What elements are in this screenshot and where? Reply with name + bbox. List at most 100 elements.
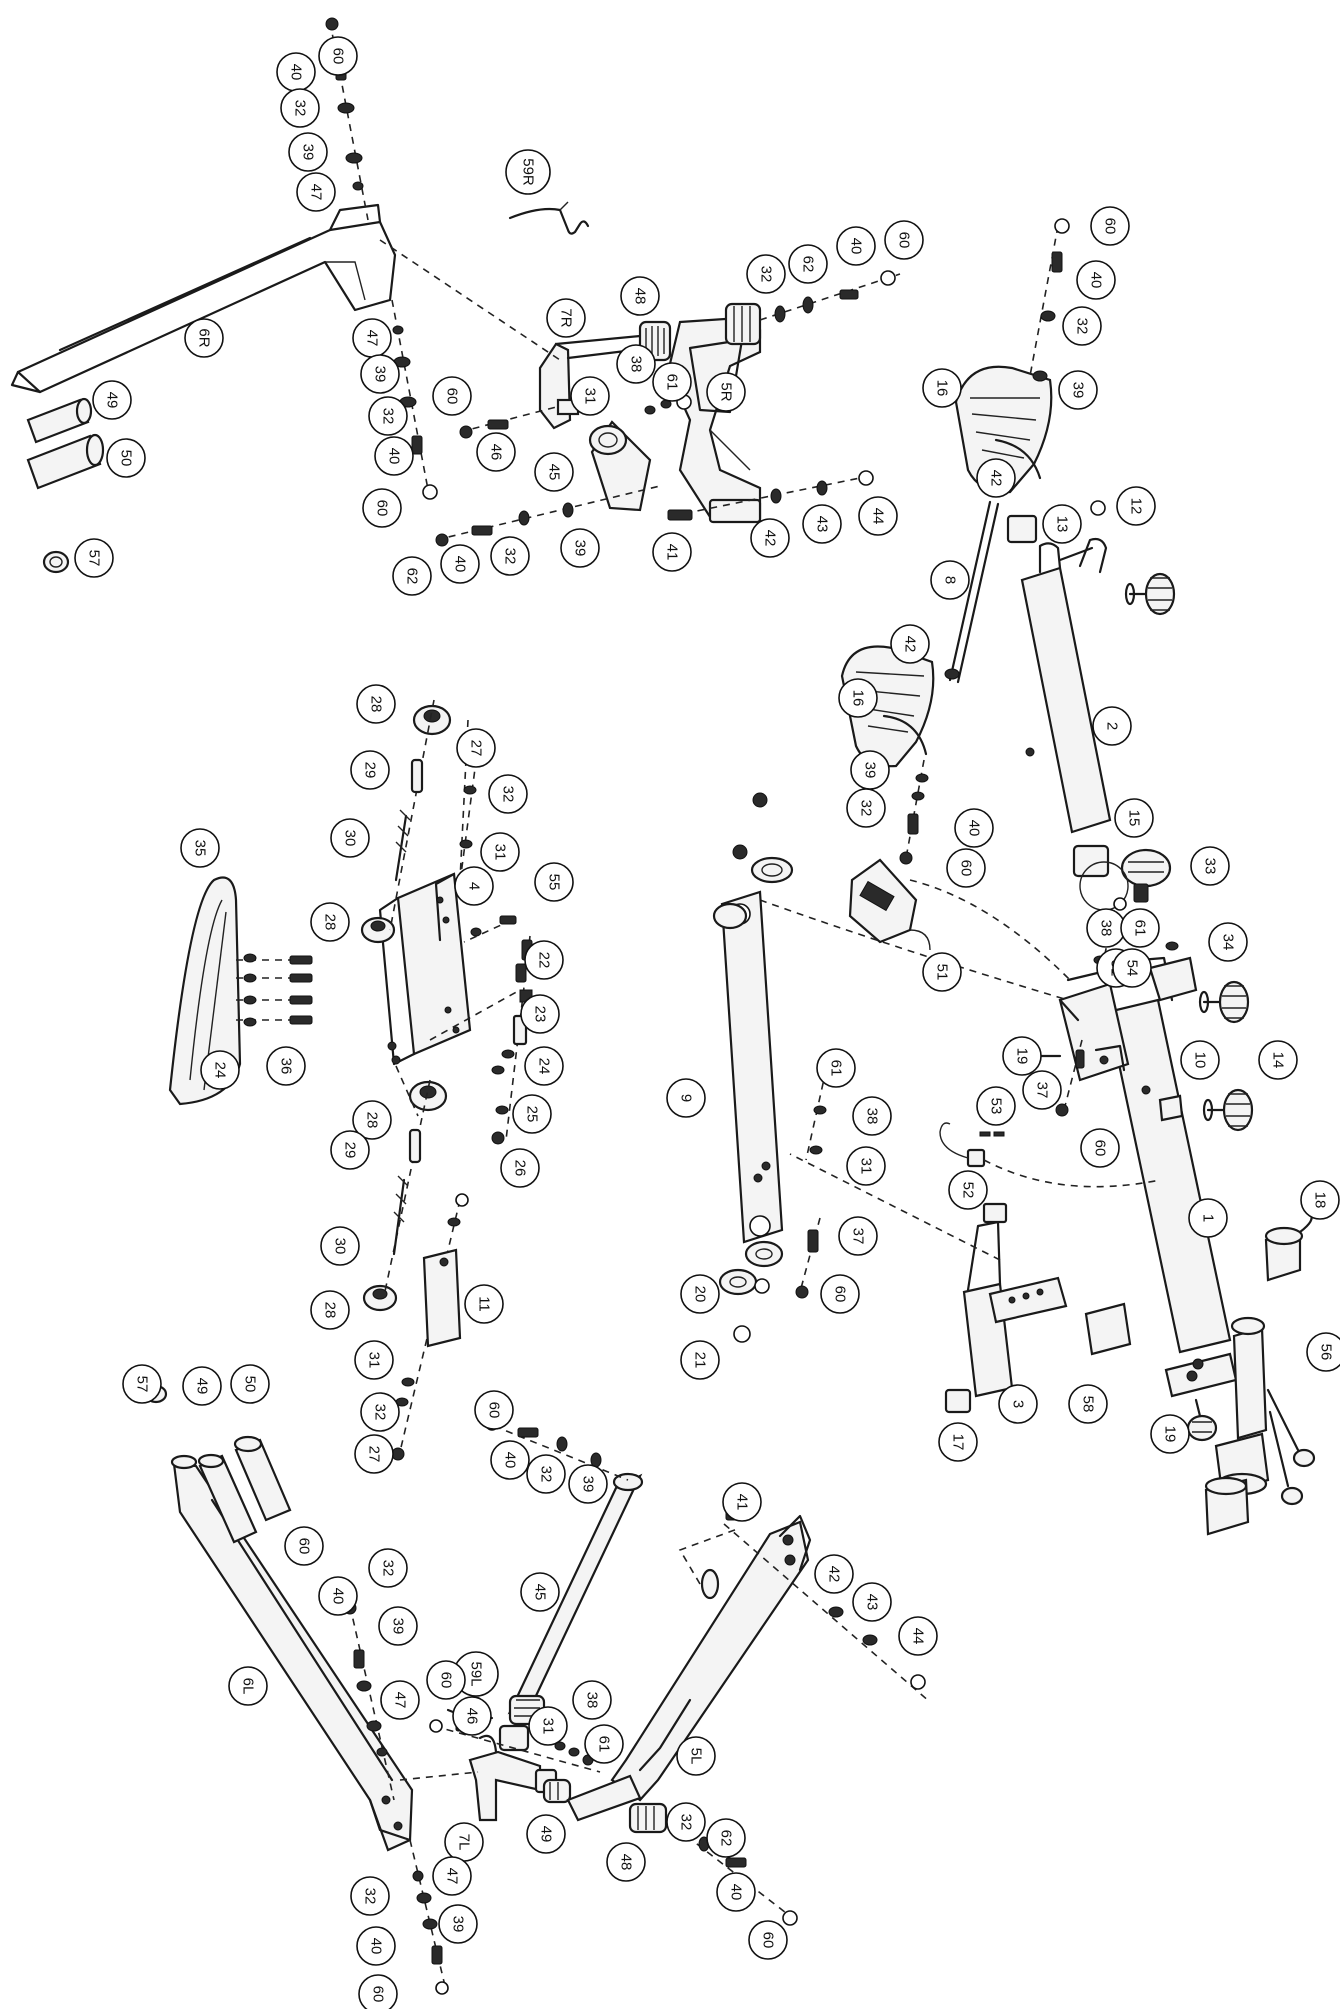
callout-circle: [746, 254, 786, 294]
callout-circle: [666, 1802, 706, 1842]
callout-circle: [676, 1736, 716, 1776]
callout-number: 46: [464, 1708, 481, 1725]
callout-circle: [802, 504, 842, 544]
wheel-20-bottom: [718, 1240, 784, 1296]
part-callout-20: 20: [680, 1274, 720, 1314]
axle-stack-5R-right: [759, 270, 901, 323]
callout-circle: [788, 244, 828, 284]
callout-circle: [476, 432, 516, 472]
part-callout-33: 33: [1190, 846, 1230, 886]
part-callout-60-h: 60: [820, 1274, 860, 1314]
callout-number: 60: [296, 1538, 313, 1555]
roller-28-d: [362, 1284, 398, 1312]
callout-number: 53: [988, 1098, 1005, 1115]
callout-number: 31: [492, 844, 509, 861]
cap-21: [733, 1325, 751, 1343]
callout-number: 44: [910, 1628, 927, 1645]
callout-circle: [280, 88, 320, 128]
callout-number: 31: [540, 1718, 557, 1735]
part-callout-40-d: 40: [440, 544, 480, 584]
part-callout-56: 56: [1306, 1332, 1340, 1372]
roller-28-c: [408, 1080, 448, 1112]
part-callout-9: 9: [666, 1078, 706, 1118]
seat-bolts-36: [236, 953, 313, 1027]
callout-circle: [360, 1392, 400, 1432]
callout-number: 10: [1192, 1052, 1209, 1069]
callout-number: 27: [468, 740, 485, 757]
callout-number: 29: [342, 1142, 359, 1159]
part-callout-29-b: 29: [330, 1130, 370, 1170]
callout-circle: [1112, 948, 1152, 988]
callout-circle: [432, 376, 472, 416]
part-callout-32-f: 32: [846, 788, 886, 828]
callout-circle: [454, 866, 494, 906]
callout-circle: [310, 902, 350, 942]
part-callout-6L: 6L: [228, 1666, 268, 1706]
part-callout-39-b: 39: [360, 354, 400, 394]
part-callout-53: 53: [976, 1086, 1016, 1126]
callout-circle: [330, 1130, 370, 1170]
callout-circle: [200, 1050, 240, 1090]
callout-number: 6R: [196, 328, 213, 347]
part-callout-40-i: 40: [716, 1872, 756, 1912]
part-callout-31-e: 31: [846, 1146, 886, 1186]
part-callout-45-a: 45: [534, 452, 574, 492]
callout-circle: [680, 1274, 720, 1314]
callout-number: 2: [1104, 722, 1121, 730]
callout-number: 4: [466, 882, 483, 890]
part-callout-49-c: 49: [526, 1814, 566, 1854]
callout-circle: [838, 1216, 878, 1256]
callout-circle: [938, 1422, 978, 1462]
part-callout-32-k: 32: [666, 1802, 706, 1842]
callout-number: 39: [862, 762, 879, 779]
callout-number: 40: [1088, 272, 1105, 289]
part-callout-1: 1: [1188, 1198, 1228, 1238]
callout-number: 32: [500, 786, 517, 803]
callout-number: 43: [864, 1594, 881, 1611]
callout-number: 47: [308, 184, 325, 201]
part-callout-60-b: 60: [362, 488, 402, 528]
callout-circle: [490, 536, 530, 576]
part-callout-32-g: 32: [488, 774, 528, 814]
callout-circle: [318, 1576, 358, 1616]
slide-block-11: [422, 1248, 462, 1348]
part-callout-16-b: 16: [838, 678, 878, 718]
callout-circle: [750, 518, 790, 558]
part-callout-10: 10: [1180, 1040, 1220, 1080]
callout-number: 38: [584, 1692, 601, 1709]
callout-circle: [318, 36, 358, 76]
callout-number: 28: [322, 914, 339, 931]
callout-number: 32: [502, 548, 519, 565]
callout-number: 31: [858, 1158, 875, 1175]
part-callout-40-e: 40: [1076, 260, 1116, 300]
part-callout-35: 35: [180, 828, 220, 868]
callout-circle: [228, 1666, 268, 1706]
callout-number: 28: [368, 696, 385, 713]
part-callout-42-d: 42: [814, 1554, 854, 1594]
part-callout-26: 26: [500, 1148, 540, 1188]
callout-circle: [534, 452, 574, 492]
part-callout-46-b: 46: [452, 1696, 492, 1736]
part-callout-58: 58: [1068, 1384, 1108, 1424]
part-callout-39-d: 39: [1058, 370, 1098, 410]
callout-circle: [560, 528, 600, 568]
callout-number: 21: [692, 1352, 709, 1369]
part-callout-47-d: 47: [432, 1856, 472, 1896]
callout-circle: [1080, 1128, 1120, 1168]
part-callout-27-b: 27: [354, 1434, 394, 1474]
callout-circle: [360, 354, 400, 394]
callout-circle: [816, 1048, 856, 1088]
part-callout-32-a: 32: [280, 88, 320, 128]
callout-number: 40: [368, 1938, 385, 1955]
part-callout-50-a: 50: [106, 438, 146, 478]
callout-number: 33: [1202, 858, 1219, 875]
part-callout-60-c: 60: [884, 220, 924, 260]
part-callout-32-i: 32: [526, 1454, 566, 1494]
callout-number: 57: [134, 1376, 151, 1393]
leader-console-wire: [909, 879, 1071, 981]
part-callout-41-a: 41: [652, 532, 692, 572]
callout-number: 50: [242, 1376, 259, 1393]
callout-number: 60: [832, 1286, 849, 1303]
screws-53: [979, 1131, 1005, 1137]
